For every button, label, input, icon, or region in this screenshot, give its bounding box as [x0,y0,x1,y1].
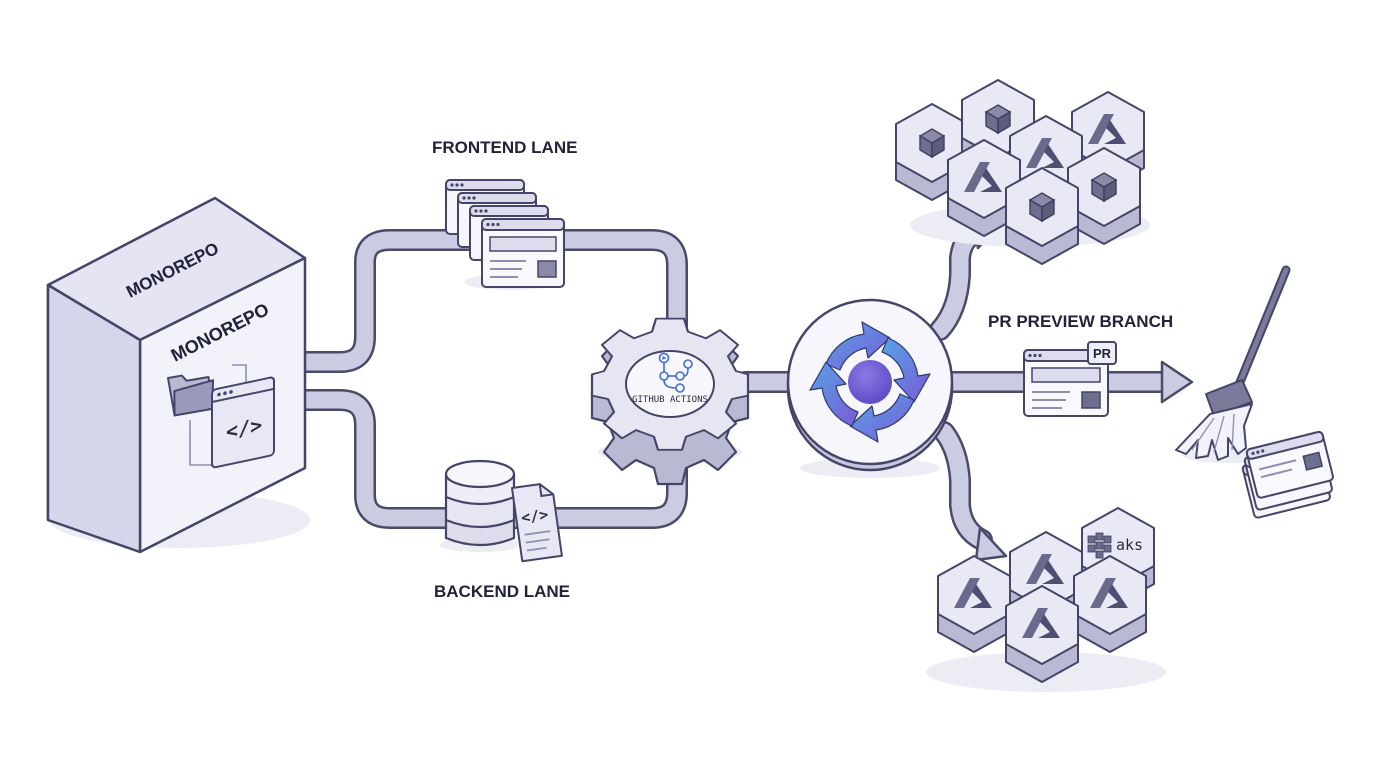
broom-icon [1175,265,1291,463]
workflow-icon [658,352,693,393]
code-window-icon: </> [211,376,275,469]
aks-label: aks [1116,536,1143,554]
bottom-hex-cluster: aks [926,507,1166,692]
discarded-pages-stack [1241,430,1334,520]
svg-text:</>: </> [520,505,549,527]
github-actions-label: GITHUB ACTIONS [632,395,708,405]
top-hex-cluster [895,79,1150,265]
frontend-pages-stack [445,179,565,290]
database-icon [440,459,520,552]
sync-icon [786,298,954,478]
cube-icon [1029,192,1055,222]
aks-logo: aks [1087,532,1143,559]
cube-icon [919,128,945,158]
cube-icon [1091,172,1117,202]
pr-badge: PR [1087,341,1117,365]
pr-badge-label: PR [1093,346,1112,361]
backend-lane-label: BACKEND LANE [434,582,570,601]
monorepo-box: MONOREPO MONOREPO </> [46,196,310,554]
lane-pipes [289,229,811,529]
frontend-lane-label: FRONTEND LANE [432,138,577,157]
code-file-icon: </> [511,483,563,563]
gear-icon: GITHUB ACTIONS [590,317,750,486]
pr-preview-branch-label: PR PREVIEW BRANCH [988,312,1173,331]
pr-preview-card [1023,349,1109,417]
cube-icon [985,104,1011,134]
